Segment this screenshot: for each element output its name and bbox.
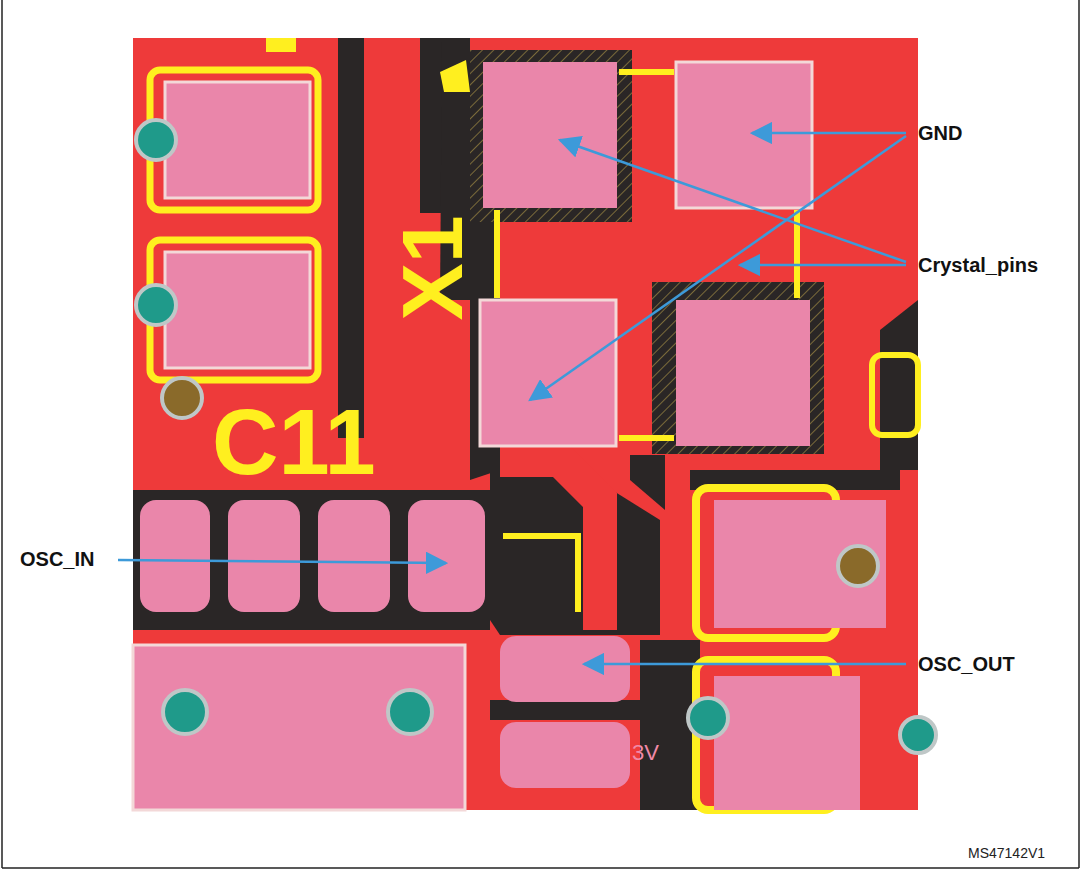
pcb-board — [133, 38, 936, 810]
figure-id: MS47142V1 — [968, 846, 1045, 860]
signal-label: GND — [918, 123, 962, 143]
signal-label: OSC_IN — [20, 549, 94, 569]
silkscreen-net: 3V — [632, 742, 659, 764]
silkscreen-refdes: X1 — [389, 215, 475, 320]
leader-lines — [118, 133, 906, 664]
signal-label: Crystal_pins — [918, 255, 1038, 275]
signal-label: OSC_OUT — [918, 654, 1015, 674]
silkscreen-refdes: C11 — [212, 396, 376, 488]
